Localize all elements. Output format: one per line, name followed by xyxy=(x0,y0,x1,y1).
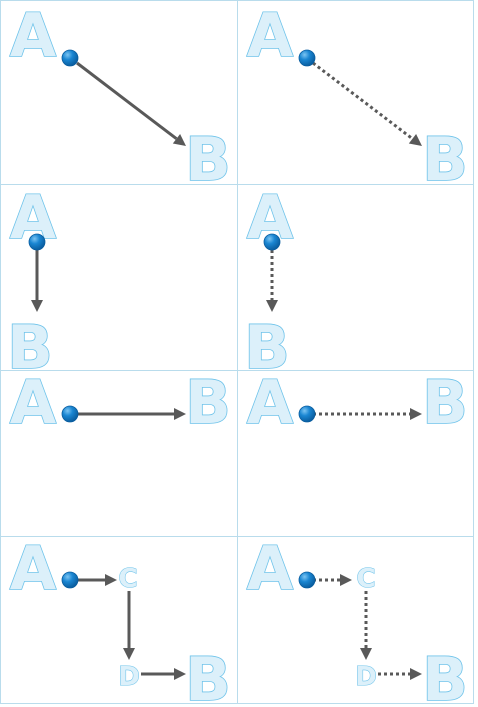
arrowhead xyxy=(266,300,278,312)
start-point-dot xyxy=(298,571,316,589)
arrowhead xyxy=(408,133,422,146)
panel-r4-c1: A C D B xyxy=(9,533,232,707)
label-b: B xyxy=(244,313,290,383)
arrowhead xyxy=(123,648,135,660)
label-b: B xyxy=(422,125,468,195)
label-a: A xyxy=(247,534,294,604)
arrowhead xyxy=(340,574,352,586)
start-point-dot xyxy=(298,49,316,67)
start-point-dot xyxy=(61,405,79,423)
start-point-dot xyxy=(263,233,281,251)
panel-r2-c2: AB xyxy=(243,182,294,384)
label-a: A xyxy=(10,534,57,604)
connector-segment-1 xyxy=(312,61,414,140)
label-c: C xyxy=(118,564,137,594)
arrowhead xyxy=(410,668,422,680)
label-b: B xyxy=(422,368,468,438)
arrowhead xyxy=(410,408,422,420)
start-point-dot xyxy=(28,233,46,251)
label-d: D xyxy=(118,662,140,692)
arrowhead xyxy=(174,668,186,680)
start-point-dot xyxy=(298,405,316,423)
panel-r4-c2: A C D B xyxy=(246,533,469,707)
connector-segment-1 xyxy=(76,61,178,140)
label-b: B xyxy=(422,645,468,707)
panel-r2-c1: AB xyxy=(6,182,57,384)
arrowhead xyxy=(174,408,186,420)
arrowhead xyxy=(31,300,43,312)
label-a: A xyxy=(10,368,57,438)
label-b: B xyxy=(185,645,231,707)
label-b: B xyxy=(185,125,231,195)
label-a: A xyxy=(10,1,57,71)
arrowhead xyxy=(360,648,372,660)
label-d: D xyxy=(355,662,377,692)
start-point-dot xyxy=(61,49,79,67)
arrowhead xyxy=(172,133,186,146)
label-b: B xyxy=(7,313,53,383)
panel-r1-c1: AB xyxy=(9,0,232,196)
label-a: A xyxy=(247,368,294,438)
arrowhead xyxy=(105,574,117,586)
label-b: B xyxy=(185,368,231,438)
label-a: A xyxy=(247,1,294,71)
label-c: C xyxy=(356,564,375,594)
panel-r1-c2: AB xyxy=(246,0,469,196)
start-point-dot xyxy=(61,571,79,589)
